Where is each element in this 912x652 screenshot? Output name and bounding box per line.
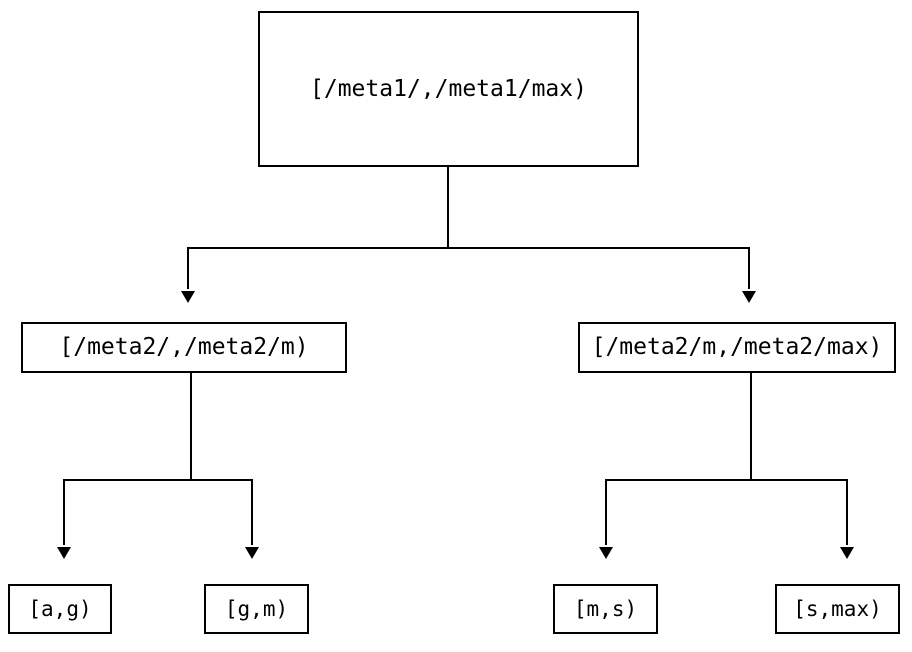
arrowhead-mid-right-to-leaf4: [840, 547, 854, 559]
arrowhead-mid-left-to-leaf2: [245, 547, 259, 559]
node-leaf-s-max[interactable]: [s,max): [775, 584, 900, 634]
edge-root-to-mid-left-drop: [187, 247, 189, 289]
edge-mid-left-bar: [63, 479, 253, 481]
edge-mid-right-bar: [605, 479, 848, 481]
edge-root-stem: [447, 167, 449, 249]
edge-mid-left-to-leaf2-drop: [251, 479, 253, 545]
node-root-label: [/meta1/,/meta1/max): [310, 75, 587, 102]
node-mid-right-label: [/meta2/m,/meta2/max): [591, 334, 883, 360]
node-leaf-a-g[interactable]: [a,g): [8, 584, 112, 634]
edge-mid-left-stem: [190, 373, 192, 481]
node-leaf-m-s-label: [m,s): [573, 596, 638, 621]
node-leaf-g-m[interactable]: [g,m): [204, 584, 309, 634]
arrowhead-root-to-mid-right: [742, 291, 756, 303]
node-root[interactable]: [/meta1/,/meta1/max): [258, 11, 639, 167]
node-leaf-m-s[interactable]: [m,s): [553, 584, 658, 634]
arrowhead-mid-left-to-leaf1: [57, 547, 71, 559]
node-mid-left[interactable]: [/meta2/,/meta2/m): [21, 322, 347, 373]
edge-mid-right-to-leaf3-drop: [605, 479, 607, 545]
edge-root-to-mid-right-drop: [748, 247, 750, 289]
arrowhead-root-to-mid-left: [181, 291, 195, 303]
node-leaf-s-max-label: [s,max): [793, 596, 882, 621]
node-mid-right[interactable]: [/meta2/m,/meta2/max): [578, 322, 896, 373]
node-leaf-g-m-label: [g,m): [224, 596, 289, 621]
edge-root-bar: [187, 247, 750, 249]
arrowhead-mid-right-to-leaf3: [599, 547, 613, 559]
node-mid-left-label: [/meta2/,/meta2/m): [59, 334, 309, 360]
edge-mid-right-stem: [750, 373, 752, 481]
edge-mid-right-to-leaf4-drop: [846, 479, 848, 545]
node-leaf-a-g-label: [a,g): [28, 596, 92, 621]
edge-mid-left-to-leaf1-drop: [63, 479, 65, 545]
